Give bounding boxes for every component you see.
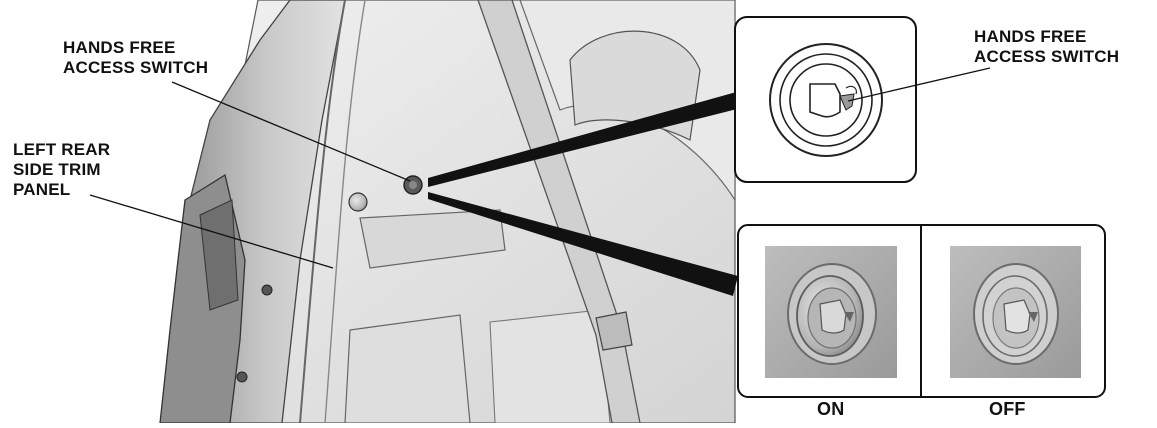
trim-fastener bbox=[349, 193, 367, 211]
callout-line: ACCESS SWITCH bbox=[63, 58, 208, 78]
switch-closeup-inset bbox=[735, 17, 916, 182]
cargo-area-illustration bbox=[160, 0, 735, 423]
callout-line: SIDE TRIM bbox=[13, 160, 110, 180]
seat-belt-buckle bbox=[596, 312, 632, 350]
pillar-bolt-top bbox=[262, 285, 272, 295]
callout-line: ACCESS SWITCH bbox=[974, 47, 1119, 67]
callout-line: PANEL bbox=[13, 180, 110, 200]
state-label-off: OFF bbox=[989, 399, 1026, 419]
state-label-on: ON bbox=[817, 399, 844, 419]
pillar-bolt-bottom bbox=[237, 372, 247, 382]
callout-hands-free-switch-right: HANDS FREE ACCESS SWITCH bbox=[974, 27, 1119, 67]
switch-state-inset bbox=[738, 225, 1105, 397]
callout-line: HANDS FREE bbox=[974, 27, 1119, 47]
trim-recess-lower bbox=[345, 315, 470, 423]
switch-photo-on bbox=[765, 246, 897, 378]
trim-recess-right bbox=[490, 310, 610, 423]
callout-hands-free-switch-left: HANDS FREE ACCESS SWITCH bbox=[63, 38, 208, 78]
callout-line: LEFT REAR bbox=[13, 140, 110, 160]
hands-free-switch-center bbox=[409, 181, 417, 189]
callout-left-rear-side-trim-panel: LEFT REAR SIDE TRIM PANEL bbox=[13, 140, 110, 200]
callout-line: HANDS FREE bbox=[63, 38, 208, 58]
switch-photo-off bbox=[950, 246, 1081, 378]
